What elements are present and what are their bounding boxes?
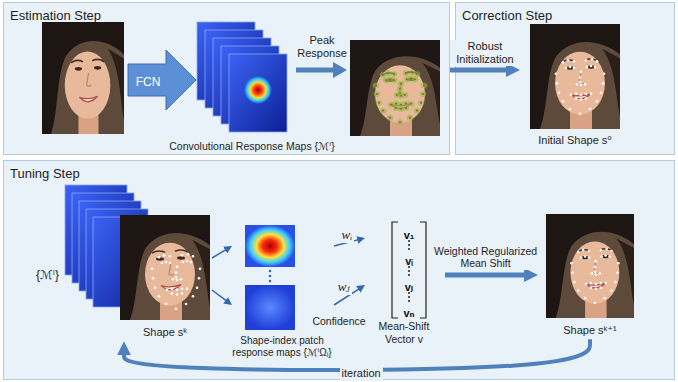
- arrow-label: Peak Response: [296, 34, 348, 60]
- peak-arrow: [333, 62, 347, 78]
- connector-arrow: [124, 339, 590, 370]
- edge-label: wⱼ: [336, 279, 352, 295]
- vector-brackets: [408, 300, 410, 302]
- response-map-cards: [197, 22, 287, 132]
- text-holder: {ℳⁱ}: [36, 265, 66, 283]
- peak-arrow: [296, 62, 347, 78]
- vector-brackets: [408, 244, 410, 246]
- text-holder: Peak Response: [296, 34, 348, 61]
- vector-brackets: [408, 248, 410, 250]
- text-holder: Shape-index patch response maps {ℳⁱΩᵢ}: [232, 335, 332, 360]
- text-holder: Initial Shape s⁰: [520, 130, 630, 148]
- peak-response-photo: [375, 71, 426, 123]
- response-map-cards: [244, 76, 272, 104]
- patch-response-maps: [269, 275, 272, 278]
- patch-response-maps: [245, 285, 295, 330]
- annotation-label: Confidence: [312, 315, 365, 328]
- figure-caption: Initial Shape s⁰: [538, 134, 612, 147]
- vector-brackets: [392, 222, 398, 318]
- current-shape-photo: [120, 215, 210, 320]
- text-holder: Weighted Regularized Mean Shift: [430, 245, 542, 272]
- edge-label: wᵢ: [340, 227, 355, 243]
- text-holder: Estimation Step: [10, 6, 230, 24]
- edge-label: Weighted Regularized Mean Shift: [430, 245, 542, 270]
- peak-arrow: [296, 68, 335, 73]
- current-shape-photo: [120, 215, 210, 320]
- patch-response-maps: [245, 225, 295, 330]
- next-shape-photo: [570, 248, 619, 304]
- current-shape-photo: [151, 253, 202, 310]
- vector-entry: vᵢ: [405, 255, 413, 268]
- text-holder: wᵢ: [339, 225, 355, 243]
- text-holder: Convolutional Response Maps {ℳⁱ}: [157, 136, 347, 154]
- fcn-block-arrow: [128, 50, 196, 110]
- connector-arrow: [445, 273, 526, 278]
- text-holder: Mean-Shift Vector v: [365, 320, 443, 347]
- text-holder: Shape sᵏ: [119, 322, 211, 340]
- input-face-photo: [42, 22, 124, 134]
- input-face-photo: [42, 22, 124, 134]
- peak-response-photo: [350, 40, 440, 136]
- edge-label: Robust Initialization: [450, 40, 520, 66]
- text-holder: Confidence: [308, 311, 370, 329]
- text-holder: FCN: [128, 72, 168, 90]
- initial-shape-photo: [530, 24, 620, 129]
- vector-brackets: [408, 296, 410, 298]
- panel-title: Correction Step: [462, 8, 552, 24]
- vector-brackets: [408, 270, 410, 272]
- peak-response-photo: [350, 40, 440, 136]
- patch-response-maps: [269, 280, 272, 283]
- vector-brackets: [408, 274, 410, 276]
- vector-brackets: [392, 222, 426, 318]
- next-shape-photo: [546, 214, 634, 318]
- vector-entry: v₁: [404, 229, 415, 242]
- response-map-cards: [229, 54, 287, 132]
- patch-response-maps: [245, 225, 295, 267]
- edge-label: iteration: [340, 367, 383, 380]
- panel-title: Estimation Step: [10, 8, 101, 24]
- text-holder: Tuning Step: [10, 164, 230, 182]
- vector-brackets: [420, 222, 426, 318]
- connector-arrow: [212, 249, 226, 258]
- initial-shape-photo: [555, 58, 606, 115]
- text-holder: Correction Step: [462, 6, 662, 24]
- text-holder: vₙ: [398, 303, 420, 321]
- text-holder: Robust Initialization: [450, 40, 520, 67]
- figure-caption: Convolutional Response Maps {ℳⁱ}: [169, 140, 334, 153]
- panel-title: Tuning Step: [10, 166, 80, 182]
- patch-response-maps: [269, 270, 272, 273]
- connector-arrow: [450, 68, 508, 73]
- figure-caption: Shape sᵏ: [143, 326, 187, 339]
- next-shape-photo: [546, 214, 634, 318]
- connector-arrow: [212, 290, 227, 301]
- initial-shape-photo: [530, 24, 620, 129]
- map-set-symbol: {ℳⁱ}: [36, 268, 59, 282]
- text-holder: vⱼ: [398, 277, 420, 295]
- text-holder: iteration: [339, 363, 384, 381]
- figure-caption: Mean-Shift Vector v: [365, 320, 443, 345]
- text-holder: vᵢ: [398, 251, 420, 269]
- network-label: FCN: [136, 75, 161, 89]
- text-holder: Shape sᵏ⁺¹: [538, 320, 642, 338]
- text-holder: wⱼ: [335, 277, 353, 295]
- figure-caption: Shape sᵏ⁺¹: [563, 324, 617, 337]
- vector-entry: vₙ: [403, 307, 414, 320]
- vector-entry: vⱼ: [405, 281, 414, 294]
- figure-caption: Shape-index patch response maps {ℳⁱΩᵢ}: [232, 335, 332, 359]
- fcn-block-arrow: [128, 50, 196, 110]
- text-holder: v₁: [398, 225, 420, 243]
